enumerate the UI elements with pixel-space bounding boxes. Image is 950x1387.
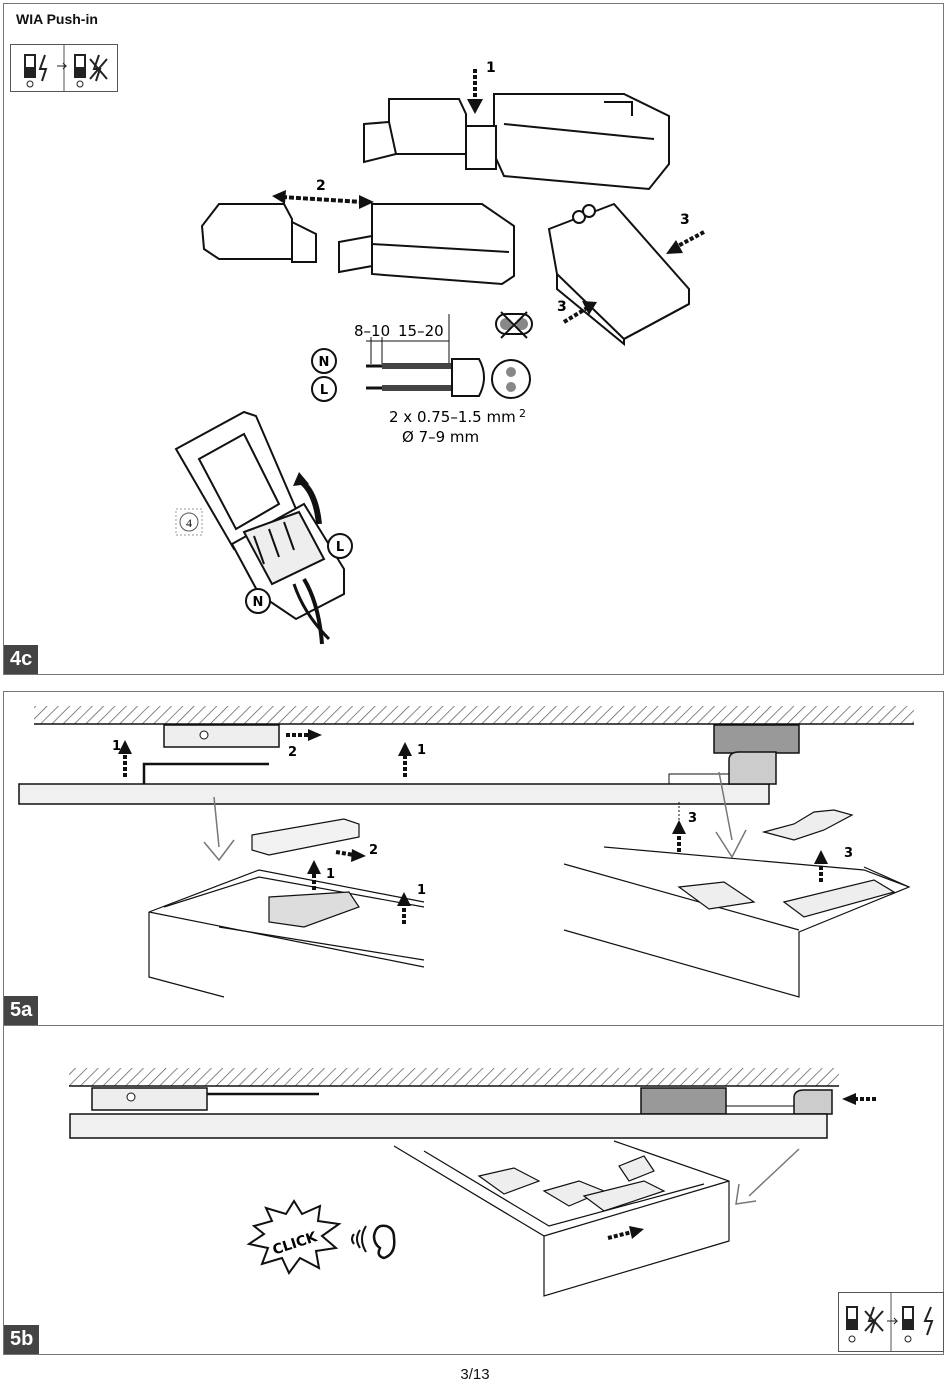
terminal-circle	[311, 348, 337, 374]
page-number: 3/13	[460, 1366, 490, 1383]
ear-sound-icon	[351, 1224, 396, 1260]
driver-box	[91, 1087, 208, 1111]
assembled-connector	[363, 93, 670, 191]
bracket-block	[640, 1087, 727, 1115]
panel-title: WIA Push-in	[16, 11, 98, 27]
step-number: 1	[486, 60, 496, 76]
step-number: 2	[288, 745, 297, 760]
ceiling-hatch	[69, 1068, 839, 1086]
ceiling-hatch	[34, 706, 914, 724]
step-number: 2	[316, 178, 326, 194]
flat-cable-not-allowed-icon	[495, 311, 533, 339]
mounting-drawing-5b: CLICK	[69, 1068, 876, 1297]
step-number: 1	[326, 867, 335, 882]
power-disconnect-icon	[24, 45, 108, 91]
step-number: 3	[844, 846, 853, 861]
cable-strip-diagram	[366, 314, 485, 397]
step-number: 3	[680, 212, 690, 228]
power-on-symbol	[838, 1292, 944, 1352]
strip-length-b: 15–20	[398, 322, 444, 340]
driver-box	[163, 724, 280, 748]
power-reconnect-icon	[846, 1293, 934, 1351]
bracket-block	[713, 724, 800, 754]
mounting-drawing-5a: 2 1 1 1 2 1	[18, 706, 914, 998]
luminaire-profile	[69, 1113, 828, 1139]
luminaire-profile	[18, 783, 770, 805]
step-number: 2	[369, 843, 378, 858]
round-cable-icon	[491, 359, 531, 399]
separated-connector	[200, 203, 515, 286]
step-number: 1	[112, 739, 121, 754]
terminal-circle	[311, 376, 337, 402]
strip-length-a: 8–10	[354, 322, 390, 340]
panel-4c: WIA Push-in 1	[3, 3, 944, 675]
terminal-l: L	[320, 383, 328, 398]
cable-diameter: Ø 7–9 mm	[402, 428, 479, 446]
figure-tag: 4c	[4, 645, 39, 674]
terminal-n: N	[253, 595, 264, 610]
wire-section-sup: 2	[519, 407, 526, 420]
step-number: 1	[417, 743, 426, 758]
figure-tag: 5b	[4, 1325, 40, 1354]
step-number: 3	[557, 299, 567, 315]
power-off-symbol	[10, 44, 118, 92]
terminal-n: N	[319, 355, 330, 370]
step-number: 1	[417, 883, 426, 898]
step-number: 4	[186, 516, 192, 530]
wire-section: 2 x 0.75–1.5 mm	[389, 408, 516, 426]
terminal-l: L	[336, 540, 344, 555]
step-number: 3	[688, 811, 697, 826]
panel-5a: 2 1 1 1 2 1	[3, 691, 944, 1026]
click-burst-icon: CLICK	[246, 1199, 342, 1275]
figure-tag: 5a	[4, 996, 39, 1025]
connector-drawings: 1 2 3 3	[174, 60, 705, 645]
clip-connector	[547, 202, 690, 347]
panel-5b: CLICK 5b	[3, 1025, 944, 1355]
